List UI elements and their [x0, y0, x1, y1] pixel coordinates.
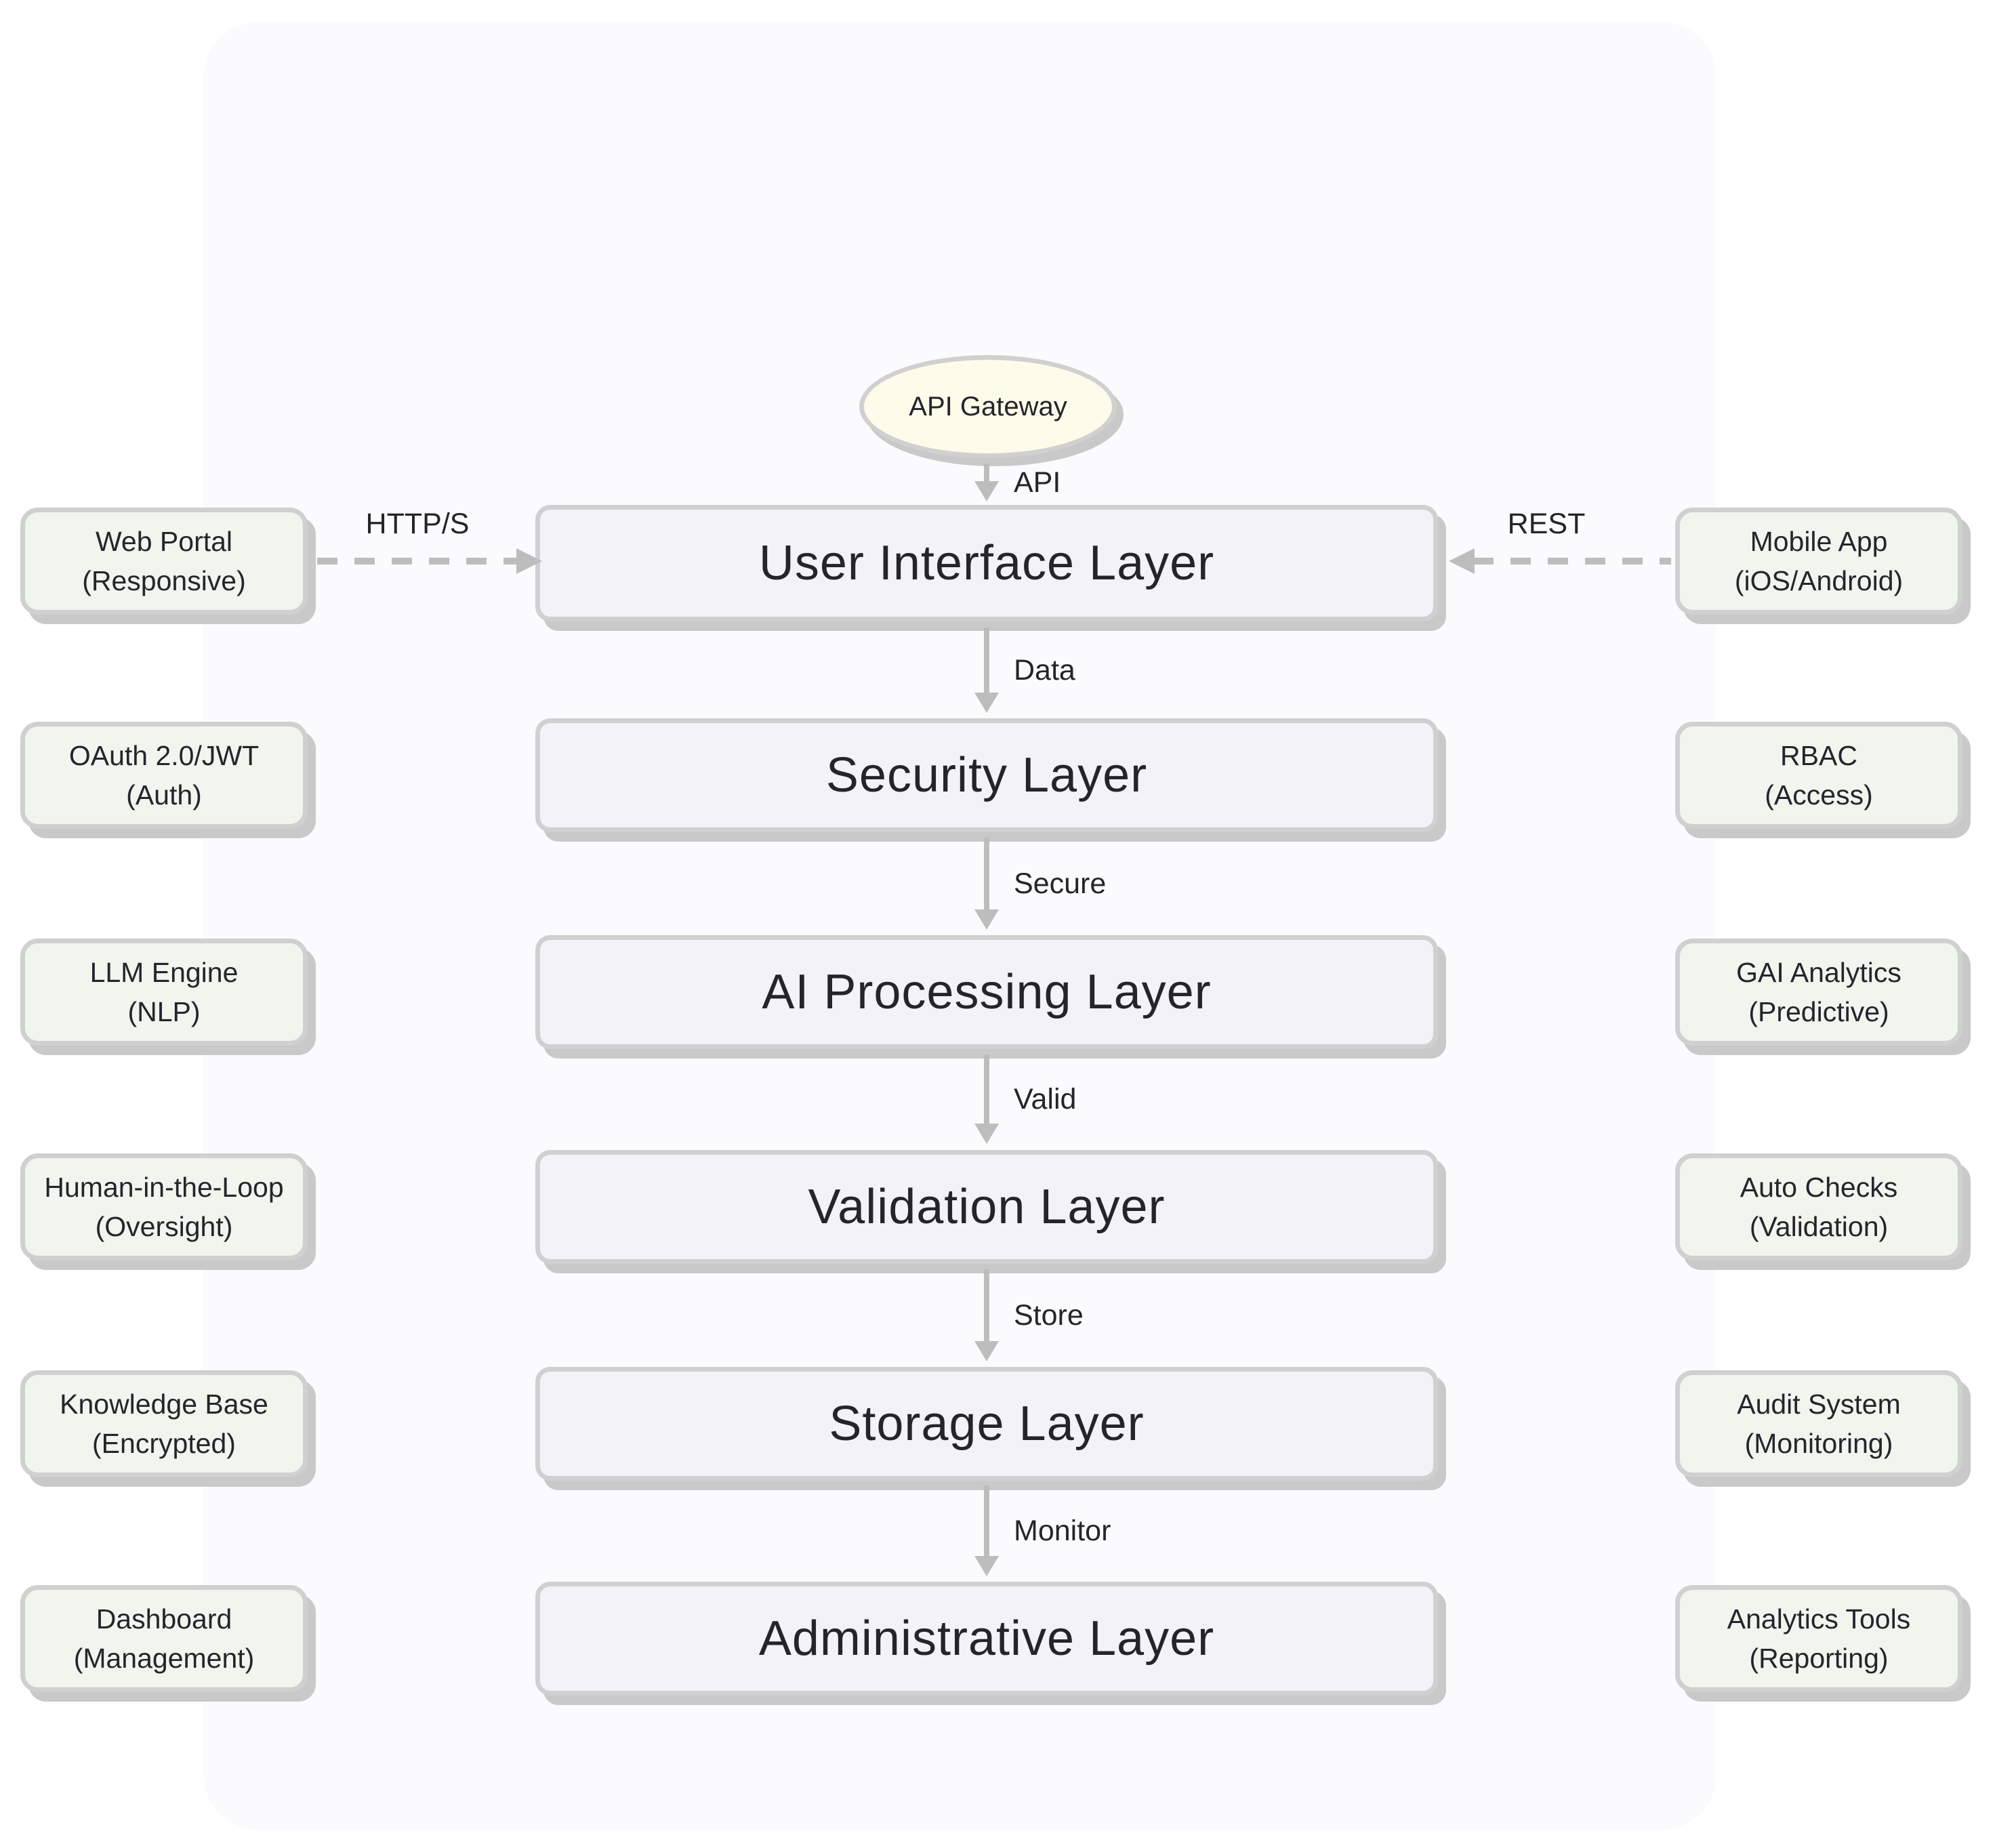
arrow-data — [974, 628, 999, 713]
node-title: RBAC — [1780, 740, 1857, 771]
node-auto-checks: Auto Checks (Validation) — [1675, 1153, 1962, 1260]
node-subtitle: (Oversight) — [95, 1211, 233, 1242]
arrow-right-icon — [516, 548, 542, 574]
node-audit-system: Audit System (Monitoring) — [1675, 1370, 1962, 1477]
arrow-store-label: Store — [1014, 1299, 1084, 1332]
arrow-secure-shaft — [984, 838, 989, 912]
node-subtitle: (Reporting) — [1749, 1643, 1889, 1674]
node-oauth-jwt: OAuth 2.0/JWT (Auth) — [20, 722, 308, 829]
api-gateway-node: API Gateway — [859, 355, 1117, 458]
node-subtitle: (Encrypted) — [92, 1428, 236, 1459]
arrow-down-icon — [974, 1124, 999, 1144]
node-subtitle: (iOS/Android) — [1734, 565, 1904, 596]
arrow-left-icon — [1449, 548, 1475, 574]
arrow-secure-label: Secure — [1014, 867, 1107, 900]
arrow-https-label: HTTP/S — [365, 508, 470, 540]
arrow-monitor-label: Monitor — [1014, 1515, 1111, 1547]
arrow-down-icon — [974, 1341, 999, 1361]
arrow-valid-shaft — [984, 1054, 989, 1126]
arrow-https-dash — [317, 558, 518, 564]
node-subtitle: (Validation) — [1749, 1211, 1889, 1242]
node-title: Web Portal — [95, 526, 233, 557]
node-title: Analytics Tools — [1727, 1603, 1911, 1635]
node-title: Knowledge Base — [60, 1389, 268, 1420]
node-gai-analytics: GAI Analytics (Predictive) — [1675, 939, 1962, 1046]
node-title: Mobile App — [1750, 526, 1888, 557]
layer-user-interface: User Interface Layer — [535, 505, 1438, 621]
node-dashboard: Dashboard (Management) — [20, 1585, 308, 1692]
arrow-data-label: Data — [1014, 654, 1075, 686]
layer-administrative: Administrative Layer — [535, 1582, 1438, 1696]
arrow-rest-dash — [1473, 558, 1671, 564]
node-title: Auto Checks — [1740, 1172, 1898, 1203]
layer-ai-processing: AI Processing Layer — [535, 935, 1438, 1049]
arrow-valid — [974, 1054, 999, 1144]
arrow-monitor-shaft — [984, 1485, 989, 1559]
node-title: LLM Engine — [89, 957, 239, 988]
arrow-api-label: API — [1014, 466, 1061, 499]
node-llm-engine: LLM Engine (NLP) — [20, 939, 308, 1046]
arrow-down-icon — [974, 693, 999, 713]
arrow-valid-label: Valid — [1014, 1083, 1077, 1115]
node-title: OAuth 2.0/JWT — [68, 740, 260, 771]
arrow-api — [974, 464, 999, 501]
node-title: Audit System — [1737, 1389, 1901, 1420]
node-subtitle: (Predictive) — [1748, 996, 1889, 1027]
arrow-monitor — [974, 1485, 999, 1576]
node-title: Human-in-the-Loop — [44, 1172, 284, 1203]
node-subtitle: (Access) — [1765, 779, 1873, 810]
arrow-down-icon — [974, 481, 999, 501]
node-knowledge-base: Knowledge Base (Encrypted) — [20, 1370, 308, 1477]
arrow-down-icon — [974, 909, 999, 930]
node-web-portal: Web Portal (Responsive) — [20, 508, 308, 615]
arrow-rest-label: REST — [1507, 508, 1586, 540]
node-rbac: RBAC (Access) — [1675, 722, 1962, 829]
arrow-secure — [974, 838, 999, 930]
arrow-store-shaft — [984, 1269, 989, 1344]
arrow-store — [974, 1269, 999, 1361]
api-gateway-label: API Gateway — [909, 391, 1067, 422]
arrow-down-icon — [974, 1556, 999, 1576]
arrow-data-shaft — [984, 628, 989, 695]
layer-security: Security Layer — [535, 718, 1438, 832]
layer-validation: Validation Layer — [535, 1150, 1438, 1264]
node-subtitle: (Management) — [73, 1643, 255, 1674]
node-subtitle: (NLP) — [127, 996, 201, 1027]
arrow-api-shaft — [984, 464, 989, 484]
node-mobile-app: Mobile App (iOS/Android) — [1675, 508, 1962, 615]
node-title: GAI Analytics — [1736, 957, 1901, 988]
background-panel — [203, 22, 1716, 1830]
node-analytics-tools: Analytics Tools (Reporting) — [1675, 1585, 1962, 1692]
layer-storage: Storage Layer — [535, 1367, 1438, 1481]
node-subtitle: (Monitoring) — [1744, 1428, 1893, 1459]
node-human-in-the-loop: Human-in-the-Loop (Oversight) — [20, 1153, 308, 1260]
node-subtitle: (Auth) — [126, 779, 202, 810]
node-subtitle: (Responsive) — [82, 565, 246, 596]
node-title: Dashboard — [96, 1603, 232, 1635]
